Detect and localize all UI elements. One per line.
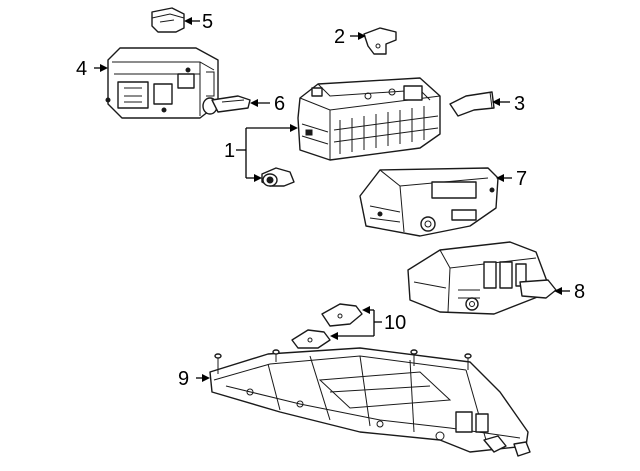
leaders: [94, 17, 570, 382]
callout-9: 9: [178, 368, 189, 390]
part-2-bracket: [363, 27, 397, 55]
callout-2: 2: [334, 26, 345, 48]
callout-10: 10: [384, 312, 406, 334]
part-10-bracket-lower: [291, 329, 331, 349]
part-5-cap: [151, 7, 185, 33]
callout-1: 1: [224, 140, 235, 162]
callout-6: 6: [274, 93, 285, 115]
callout-3: 3: [514, 93, 525, 115]
part-1-main-assembly: [297, 77, 441, 161]
part-3-bracket: [449, 91, 495, 117]
part-4-converter: [105, 47, 219, 119]
part-7-unit: [359, 167, 499, 237]
part-8-unit: [407, 241, 557, 315]
callout-4: 4: [76, 58, 87, 80]
callout-7: 7: [516, 168, 527, 190]
callout-5: 5: [202, 11, 213, 33]
part-9-frame: [209, 347, 531, 457]
part-10-bracket-upper: [321, 303, 363, 327]
part-1-connector: [261, 167, 295, 187]
part-6-bracket: [202, 95, 251, 115]
callout-8: 8: [574, 281, 585, 303]
